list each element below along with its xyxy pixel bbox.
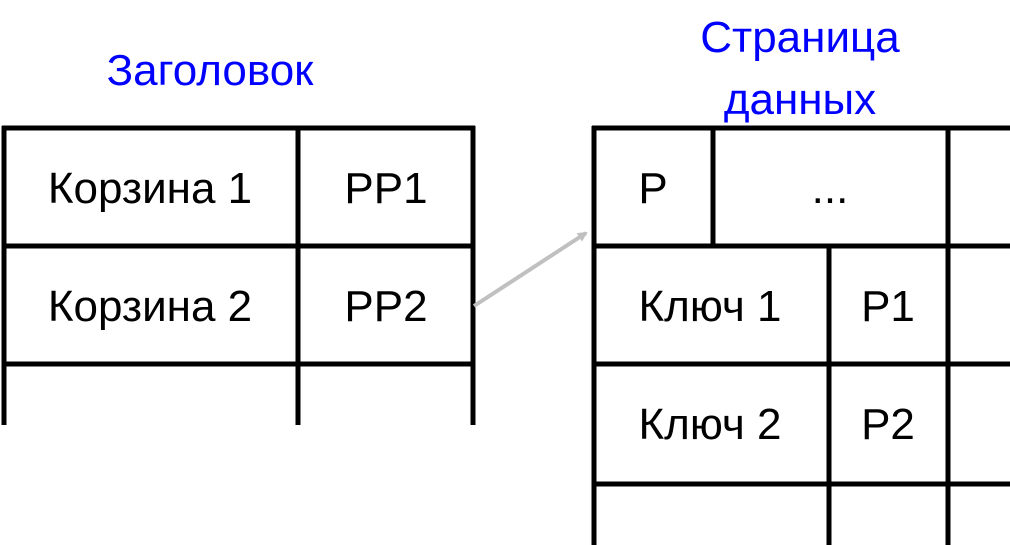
data-page-title-line2: данных (724, 75, 876, 124)
data-page-table: P ... Ключ 1 P1 Ключ 2 P2 (591, 125, 1010, 545)
header-bucket-1: Корзина 1 (48, 164, 252, 213)
data-page-key-1: Ключ 1 (639, 282, 782, 331)
data-page-title-line1: Страница (700, 13, 900, 62)
header-bucket-2: Корзина 2 (48, 282, 252, 331)
header-table: Корзина 1 PP1 Корзина 2 PP2 (1, 125, 476, 425)
data-page-pointer-1: P1 (861, 282, 915, 331)
data-page-pointer-2: P2 (861, 400, 915, 449)
data-page-ellipsis: ... (812, 164, 849, 213)
header-title: Заголовок (107, 46, 315, 95)
header-pointer-1: PP1 (344, 164, 427, 213)
data-page-top-pointer: P (638, 164, 667, 213)
header-pointer-2: PP2 (344, 282, 427, 331)
data-page-key-2: Ключ 2 (639, 400, 782, 449)
pointer-arrow (472, 231, 588, 308)
